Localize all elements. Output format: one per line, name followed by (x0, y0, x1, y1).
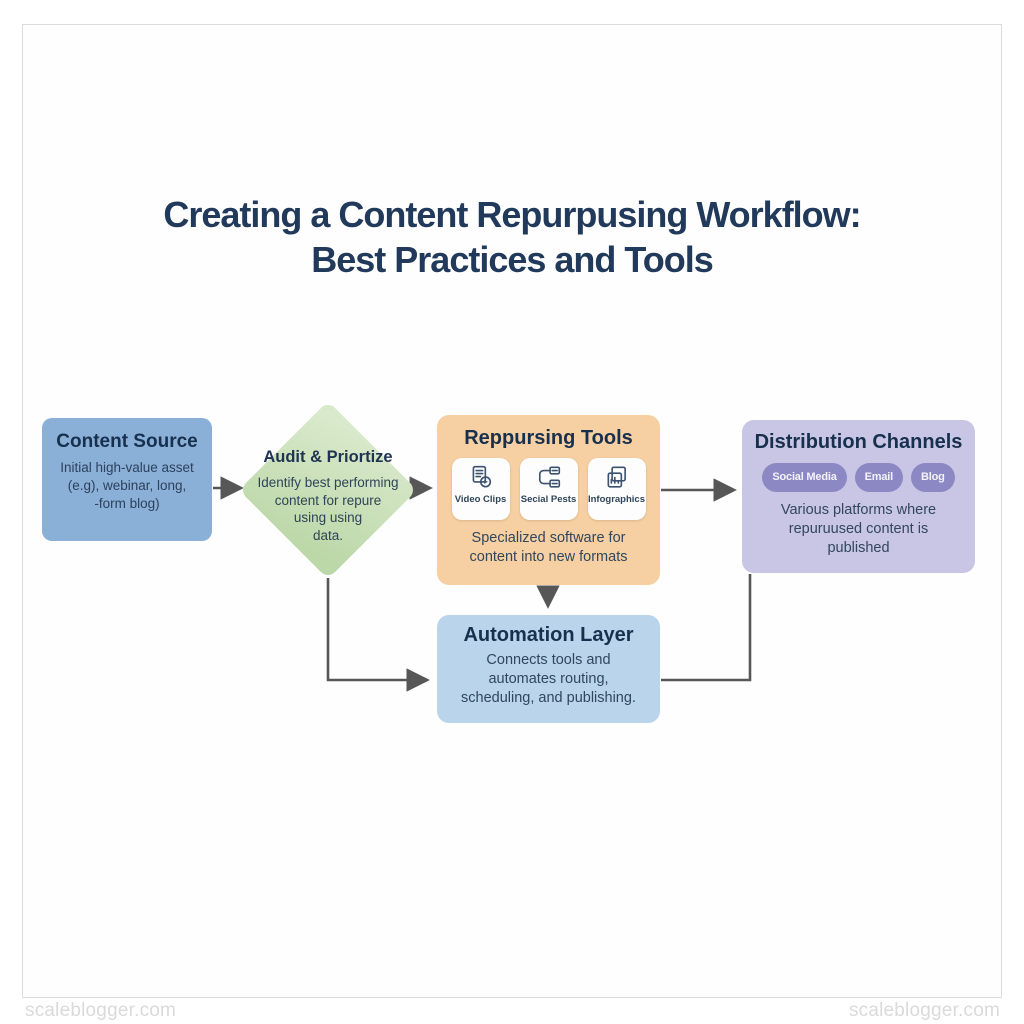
distribution-channels-title: Distribution Channels (754, 431, 963, 453)
repurposing-tools-node: Reppursing Tools Video Clips (437, 415, 660, 585)
distribution-channels-body: Various platforms where repuruused conte… (780, 502, 937, 556)
channel-pills-row: Social Media Email Blog (742, 463, 975, 492)
automation-layer-body: Connects tools and automates routing, sc… (461, 652, 636, 707)
distribution-channels-node: Distribution Channels Social Media Email… (742, 420, 975, 573)
tool-cards-row: Video Clips Secial Pests (437, 458, 660, 520)
automation-layer-node: Automation Layer Connects tools and auto… (437, 615, 660, 723)
page-title-line2: Best Practices and Tools (311, 239, 713, 280)
audit-prioritize-node: Audit & Priortize Identify best performi… (238, 448, 418, 544)
channel-pill-social-media: Social Media (762, 463, 847, 492)
tool-card-label: Video Clips (454, 494, 507, 505)
repurposing-tools-body: Specialized software for content into ne… (469, 530, 628, 565)
channel-pill-email: Email (854, 463, 903, 492)
content-source-body: Initial high-value asset (e.g), webinar,… (60, 460, 194, 511)
tool-card-video-clips: Video Clips (451, 458, 510, 520)
tool-card-social-posts: Secial Pests (519, 458, 578, 520)
repurposing-tools-title: Reppursing Tools (464, 427, 633, 449)
tool-card-label: Infographics (587, 494, 645, 505)
tool-card-label: Secial Pests (520, 494, 577, 505)
audit-prioritize-title: Audit & Priortize (263, 448, 393, 466)
audit-prioritize-body: Identify best performing content for rep… (257, 475, 399, 543)
watermark-left: scaleblogger.com (25, 1000, 177, 1021)
channel-pill-blog: Blog (910, 463, 955, 492)
automation-layer-title: Automation Layer (463, 624, 634, 646)
content-source-title: Content Source (56, 431, 198, 452)
page-title: Creating a Content Repurpusing Workflow:… (0, 192, 1024, 282)
video-clips-icon (472, 465, 491, 488)
watermark-right: scaleblogger.com (848, 1000, 1000, 1021)
tool-card-infographics: Infographics (587, 458, 646, 520)
content-source-node: Content Source Initial high-value asset … (42, 418, 212, 541)
infographics-icon (607, 466, 626, 488)
page-title-line1: Creating a Content Repurpusing Workflow: (163, 194, 861, 235)
social-posts-icon (538, 466, 560, 488)
